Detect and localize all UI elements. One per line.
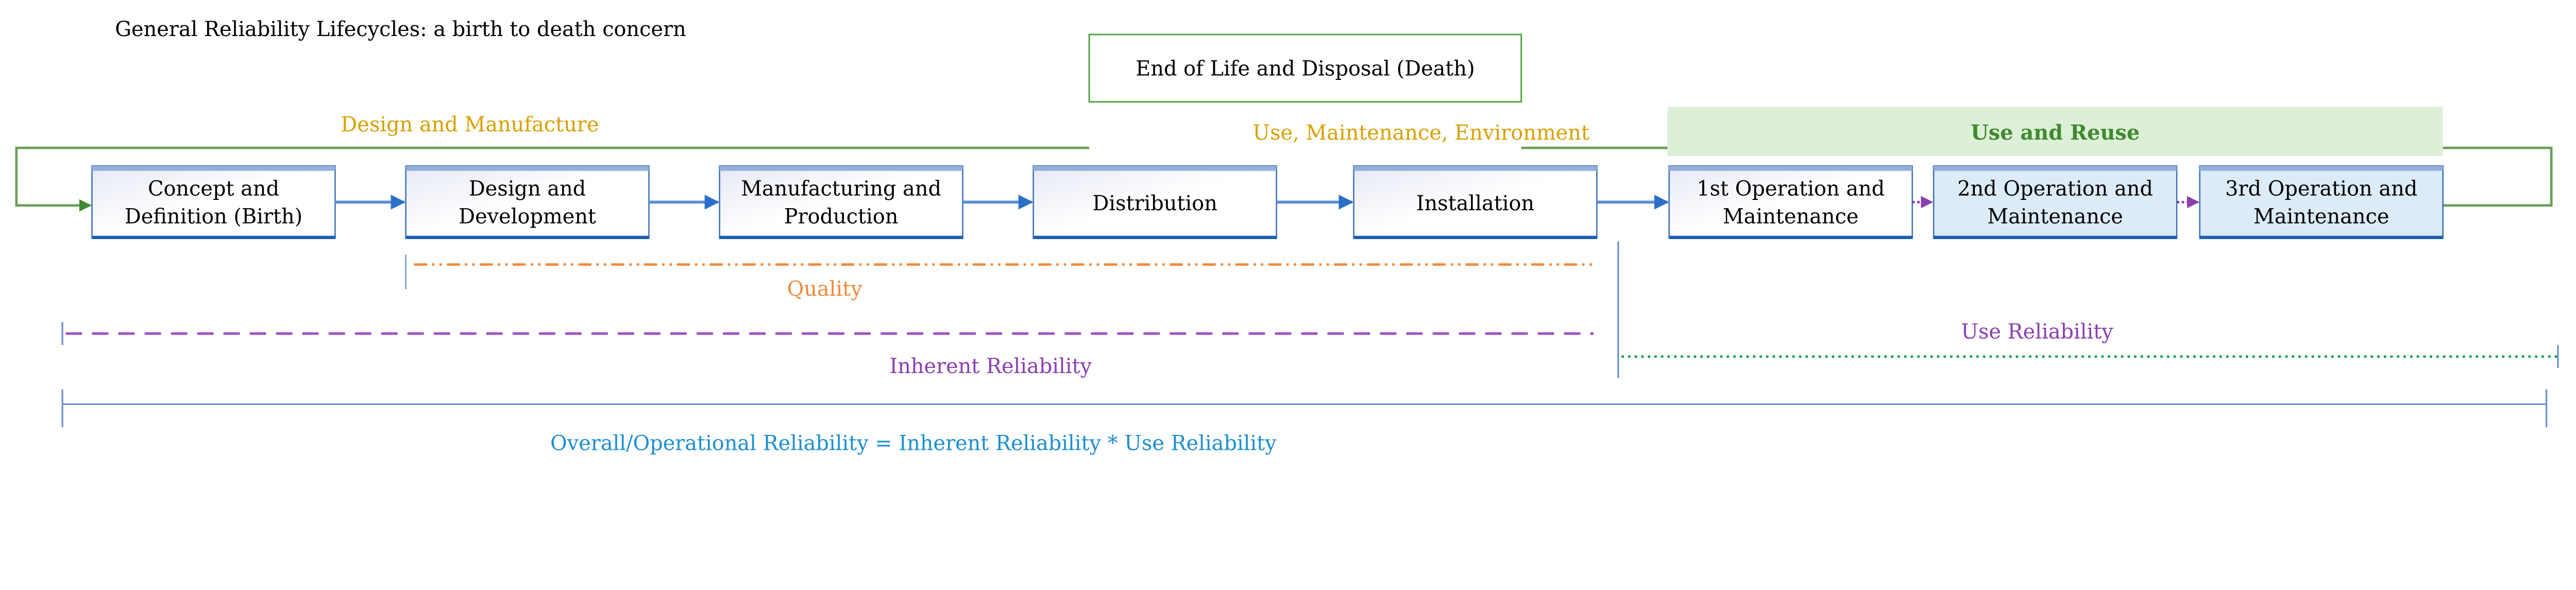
stage-box: Distribution xyxy=(1032,165,1277,239)
end-of-life-label: End of Life and Disposal (Death) xyxy=(1136,57,1475,81)
stage-label-line2: Development xyxy=(459,205,596,229)
stage-label: Installation xyxy=(1416,192,1534,215)
stage-label-line2: Definition (Birth) xyxy=(125,205,302,229)
inherent-reliability-label: Inherent Reliability xyxy=(889,355,1092,378)
design-manufacture-label: Design and Manufacture xyxy=(341,113,599,137)
stage-label-line1: 2nd Operation and xyxy=(1957,177,2153,200)
stage-label-line2: Maintenance xyxy=(2253,205,2389,229)
stage-label-line1: Manufacturing and xyxy=(741,177,941,200)
stage-label-line1: Design and xyxy=(469,177,586,200)
stage-label-line2: Maintenance xyxy=(1723,205,1859,229)
overall-reliability-label: Overall/Operational Reliability = Inhere… xyxy=(550,432,1277,456)
use-reliability-label: Use Reliability xyxy=(1961,320,2113,344)
use-reuse-band: Use and Reuse xyxy=(1667,107,2443,156)
stage-label-line2: Production xyxy=(784,205,899,229)
stage-label: Distribution xyxy=(1092,192,1217,215)
stage-label-line2: Maintenance xyxy=(1987,205,2123,229)
stage-label-line1: 1st Operation and xyxy=(1697,177,1885,200)
end-of-life-box: End of Life and Disposal (Death) xyxy=(1088,33,1522,103)
diagram-title: General Reliability Lifecycles: a birth … xyxy=(115,18,686,41)
use-maintenance-label: Use, Maintenance, Environment xyxy=(1253,121,1590,145)
stage-box: Installation xyxy=(1353,165,1598,239)
quality-label: Quality xyxy=(787,277,863,301)
stage-label-line1: 3rd Operation and xyxy=(2225,177,2417,200)
use-reuse-label: Use and Reuse xyxy=(1971,121,2140,145)
stage-label-line1: Concept and xyxy=(148,177,279,200)
reliability-lifecycle-diagram: General Reliability Lifecycles: a birth … xyxy=(15,18,2559,456)
lifecycle-loop-connector xyxy=(15,146,1090,212)
